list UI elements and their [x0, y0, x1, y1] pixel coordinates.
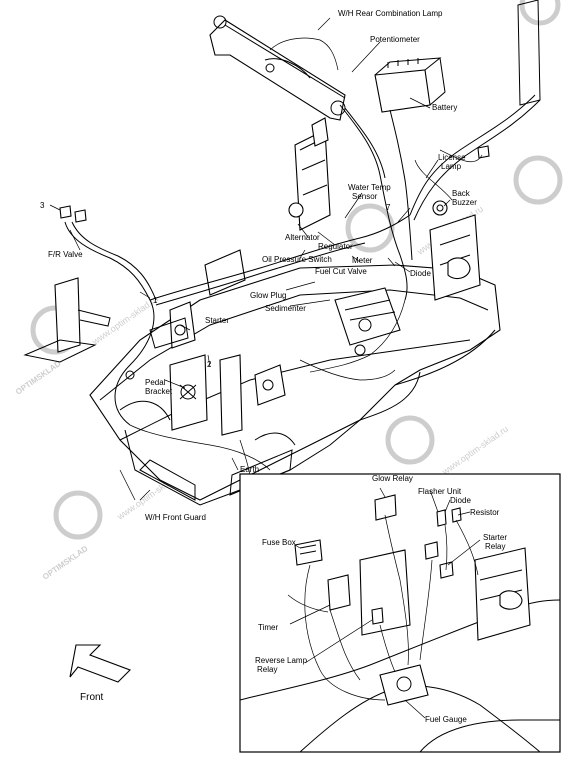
inset-label-flasher-unit: Flasher Unit — [418, 487, 462, 496]
label-fuel-cut-valve: Fuel Cut Valve — [315, 267, 367, 276]
front-arrow-icon — [69, 644, 131, 683]
callout-3: 3 — [40, 201, 45, 210]
callout-1: 1 — [153, 296, 158, 305]
label-potentiometer: Potentiometer — [370, 35, 420, 44]
labels-inset: Glow Relay Flasher Unit Diode Resistor S… — [255, 474, 507, 724]
inset-label-fuse-box: Fuse Box — [262, 538, 296, 547]
inset-label-resistor: Resistor — [470, 508, 500, 517]
inset-label-diode: Diode — [450, 496, 471, 505]
label-wh-front-guard: W/H Front Guard — [145, 513, 206, 522]
inset-label-glow-relay: Glow Relay — [372, 474, 413, 483]
label-oil-pressure-switch: Oil Pressure Switch — [262, 255, 332, 264]
label-starter: Starter — [205, 316, 229, 325]
label-glow-plug: Glow Plug — [250, 291, 286, 300]
label-meter: Meter — [352, 256, 373, 265]
callout-2: 2 — [207, 360, 212, 369]
label-earth: Earth — [240, 465, 259, 474]
label-alternator: Alternator — [285, 233, 320, 242]
label-sedimenter: Sedimenter — [265, 304, 306, 313]
label-wh-rear-combination-lamp: W/H Rear Combination Lamp — [338, 9, 443, 18]
labels-main: W/H Rear Combination Lamp Potentiometer … — [40, 9, 477, 703]
inset-label-timer: Timer — [258, 623, 278, 632]
inset-label-fuel-gauge: Fuel Gauge — [425, 715, 467, 724]
label-battery: Battery — [432, 103, 457, 112]
wire-harness — [64, 37, 541, 501]
label-diode: Diode — [410, 269, 431, 278]
watermark-brand: OPTIMSKLAD — [14, 359, 63, 397]
chassis — [23, 0, 541, 506]
label-regulator: Regulator — [318, 242, 353, 251]
label-fr-valve: F/R Valve — [48, 250, 83, 259]
callout-7: 7 — [386, 203, 391, 212]
watermark-brand: OPTIMSKLAD — [41, 544, 90, 582]
leader-lines — [49, 17, 451, 501]
label-front: Front — [80, 692, 104, 703]
inset-panel — [239, 473, 561, 753]
watermark-url: www.optim-sklad.ru — [440, 424, 510, 478]
